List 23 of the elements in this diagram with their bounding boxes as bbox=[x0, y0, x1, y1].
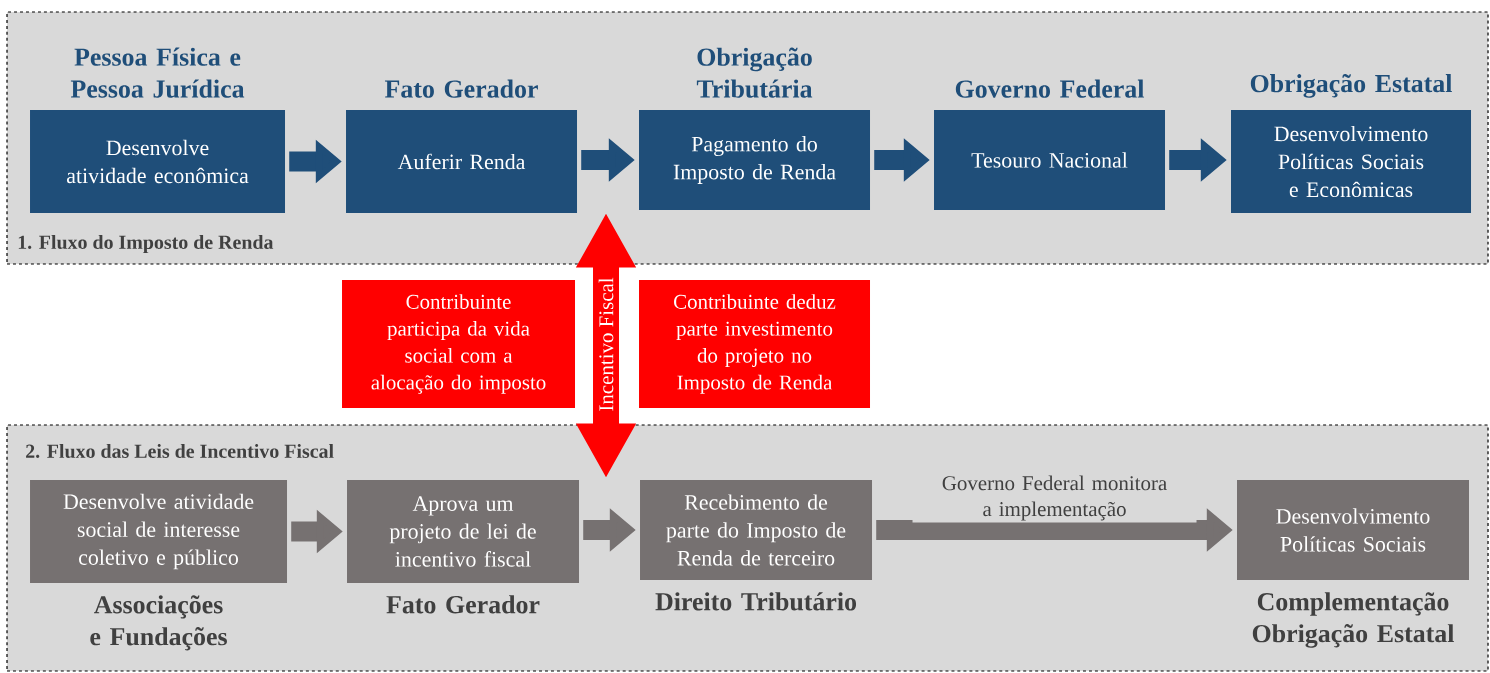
process-box: Desenvolve atividade econômica bbox=[30, 110, 285, 213]
process-box: Desenvolvimento Políticas Sociais e Econômicas bbox=[1231, 110, 1471, 213]
process-box: Desenvolve atividade social de interesse coletivo e público bbox=[30, 480, 287, 583]
section-label: 1. Fluxo do Imposto de Renda bbox=[18, 234, 274, 253]
section-label: 2. Fluxo das Leis de Incentivo Fiscal bbox=[26, 443, 334, 459]
heading: Complementação Obrigação Estatal bbox=[1252, 592, 1454, 648]
process-box: Contribuinte participa da vida social com a alocação do imposto bbox=[342, 280, 575, 408]
heading: Obrigação Tributária bbox=[696, 47, 813, 98]
process-box: Pagamento do Imposto de Renda bbox=[639, 110, 870, 210]
process-box: Auferir Renda bbox=[346, 110, 577, 213]
heading: Governo Federal bbox=[955, 79, 1144, 98]
heading: Pessoa Física e Pessoa Jurídica bbox=[70, 47, 245, 98]
process-box: Tesouro Nacional bbox=[934, 110, 1165, 210]
heading: Obrigação Estatal bbox=[1250, 74, 1452, 98]
process-box: Contribuinte deduz parte investimento do projeto no Imposto de Renda bbox=[639, 280, 870, 408]
process-box: Desenvolvimento Políticas Sociais bbox=[1237, 480, 1469, 580]
heading: Fato Gerador bbox=[385, 79, 538, 98]
heading: Fato Gerador bbox=[386, 595, 540, 614]
process-box: Recebimento de parte do Imposto de Renda de terceiro bbox=[640, 480, 872, 580]
heading: Direito Tributário bbox=[655, 592, 857, 611]
process-box: Aprova um projeto de lei de incentivo fiscal bbox=[347, 480, 579, 583]
heading: Associações e Fundações bbox=[90, 595, 227, 651]
edge-label: Governo Federal monitora a implementação bbox=[912, 473, 1197, 523]
